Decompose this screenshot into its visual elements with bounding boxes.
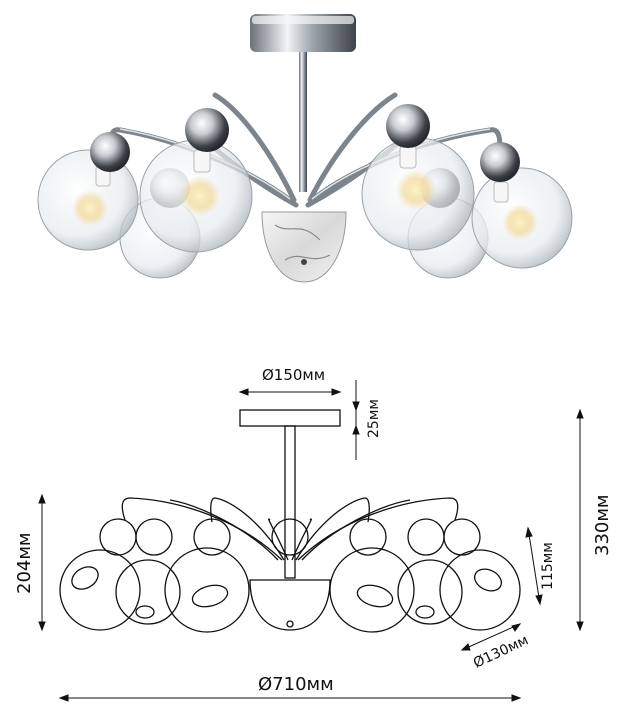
canopy: [250, 14, 356, 52]
canopy-diameter-label: Ø150мм: [262, 366, 325, 384]
technical-drawing: Ø150мм 25мм 330мм 204мм 115мм Ø130мм Ø71…: [14, 366, 613, 702]
shade-diameter-label: Ø130мм: [471, 632, 531, 671]
shade-height-label: 115мм: [540, 542, 556, 590]
canopy-height-label: 25мм: [366, 399, 382, 438]
down-rod: [299, 52, 307, 192]
rod-outline: [284, 425, 296, 579]
arm-outlines: [121, 497, 459, 561]
total-height-label: 330мм: [592, 494, 613, 556]
canopy-outline: [239, 409, 341, 427]
ball-outlines: [99, 518, 481, 556]
glass-shade: [471, 142, 573, 269]
chandelier-photo: [37, 14, 573, 283]
center-bowl: [261, 211, 347, 283]
glass-shade: [139, 108, 253, 253]
total-diameter-label: Ø710мм: [258, 674, 334, 695]
glass-shade: [37, 132, 139, 251]
glass-shade: [361, 104, 475, 251]
body-height-label: 204мм: [14, 532, 35, 594]
center-bowl-outline: [249, 579, 331, 631]
shade-outlines: [59, 547, 521, 633]
